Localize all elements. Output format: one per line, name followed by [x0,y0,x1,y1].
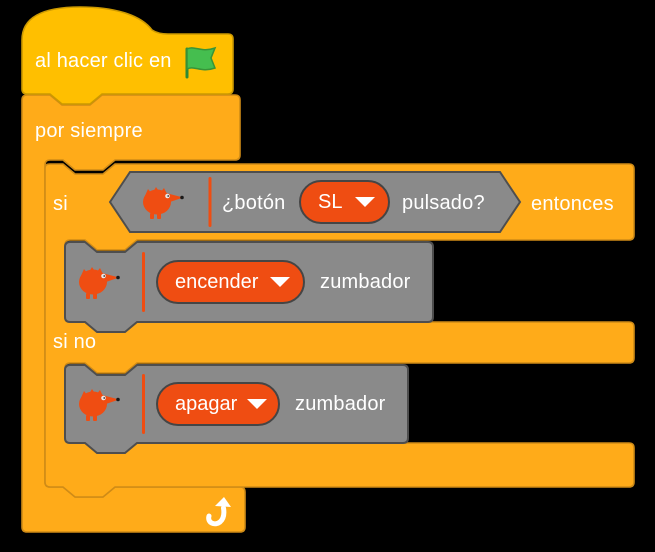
buzzer-off-dropdown[interactable]: apagar [156,382,280,426]
buzzer-on-suffix: zumbador [320,271,411,293]
dropdown-arrow-icon [270,277,290,287]
condition-text-after: pulsado? [402,192,485,214]
echidna-icon [143,187,184,219]
dropdown-arrow-icon [247,399,268,409]
hat-block-label: al hacer clic en [35,50,172,72]
buzzer-off-suffix: zumbador [295,393,386,415]
else-label: si no [53,331,97,353]
button-select-dropdown[interactable]: SL [299,180,390,224]
echidna-icon [79,389,120,421]
buzzer-on-value: encender [175,270,259,293]
hat-block-shape[interactable] [21,6,234,105]
loop-arrow-icon [206,497,231,527]
forever-block-shape[interactable] [21,94,246,533]
dropdown-arrow-icon [355,197,375,207]
button-select-value: SL [318,190,343,213]
echidna-icon [79,267,120,299]
if-else-block-shape[interactable] [44,163,635,498]
buzzer-on-dropdown[interactable]: encender [156,260,305,304]
buzzer-off-value: apagar [175,392,238,415]
if-label: si [53,193,68,215]
condition-text-before: ¿botón [222,192,286,214]
buzzer-on-divider [142,252,145,312]
hexagon-divider [208,177,212,227]
green-flag-icon[interactable] [181,44,219,82]
then-label: entonces [531,193,614,215]
buzzer-off-divider [142,374,145,434]
forever-block-label: por siempre [35,120,143,142]
